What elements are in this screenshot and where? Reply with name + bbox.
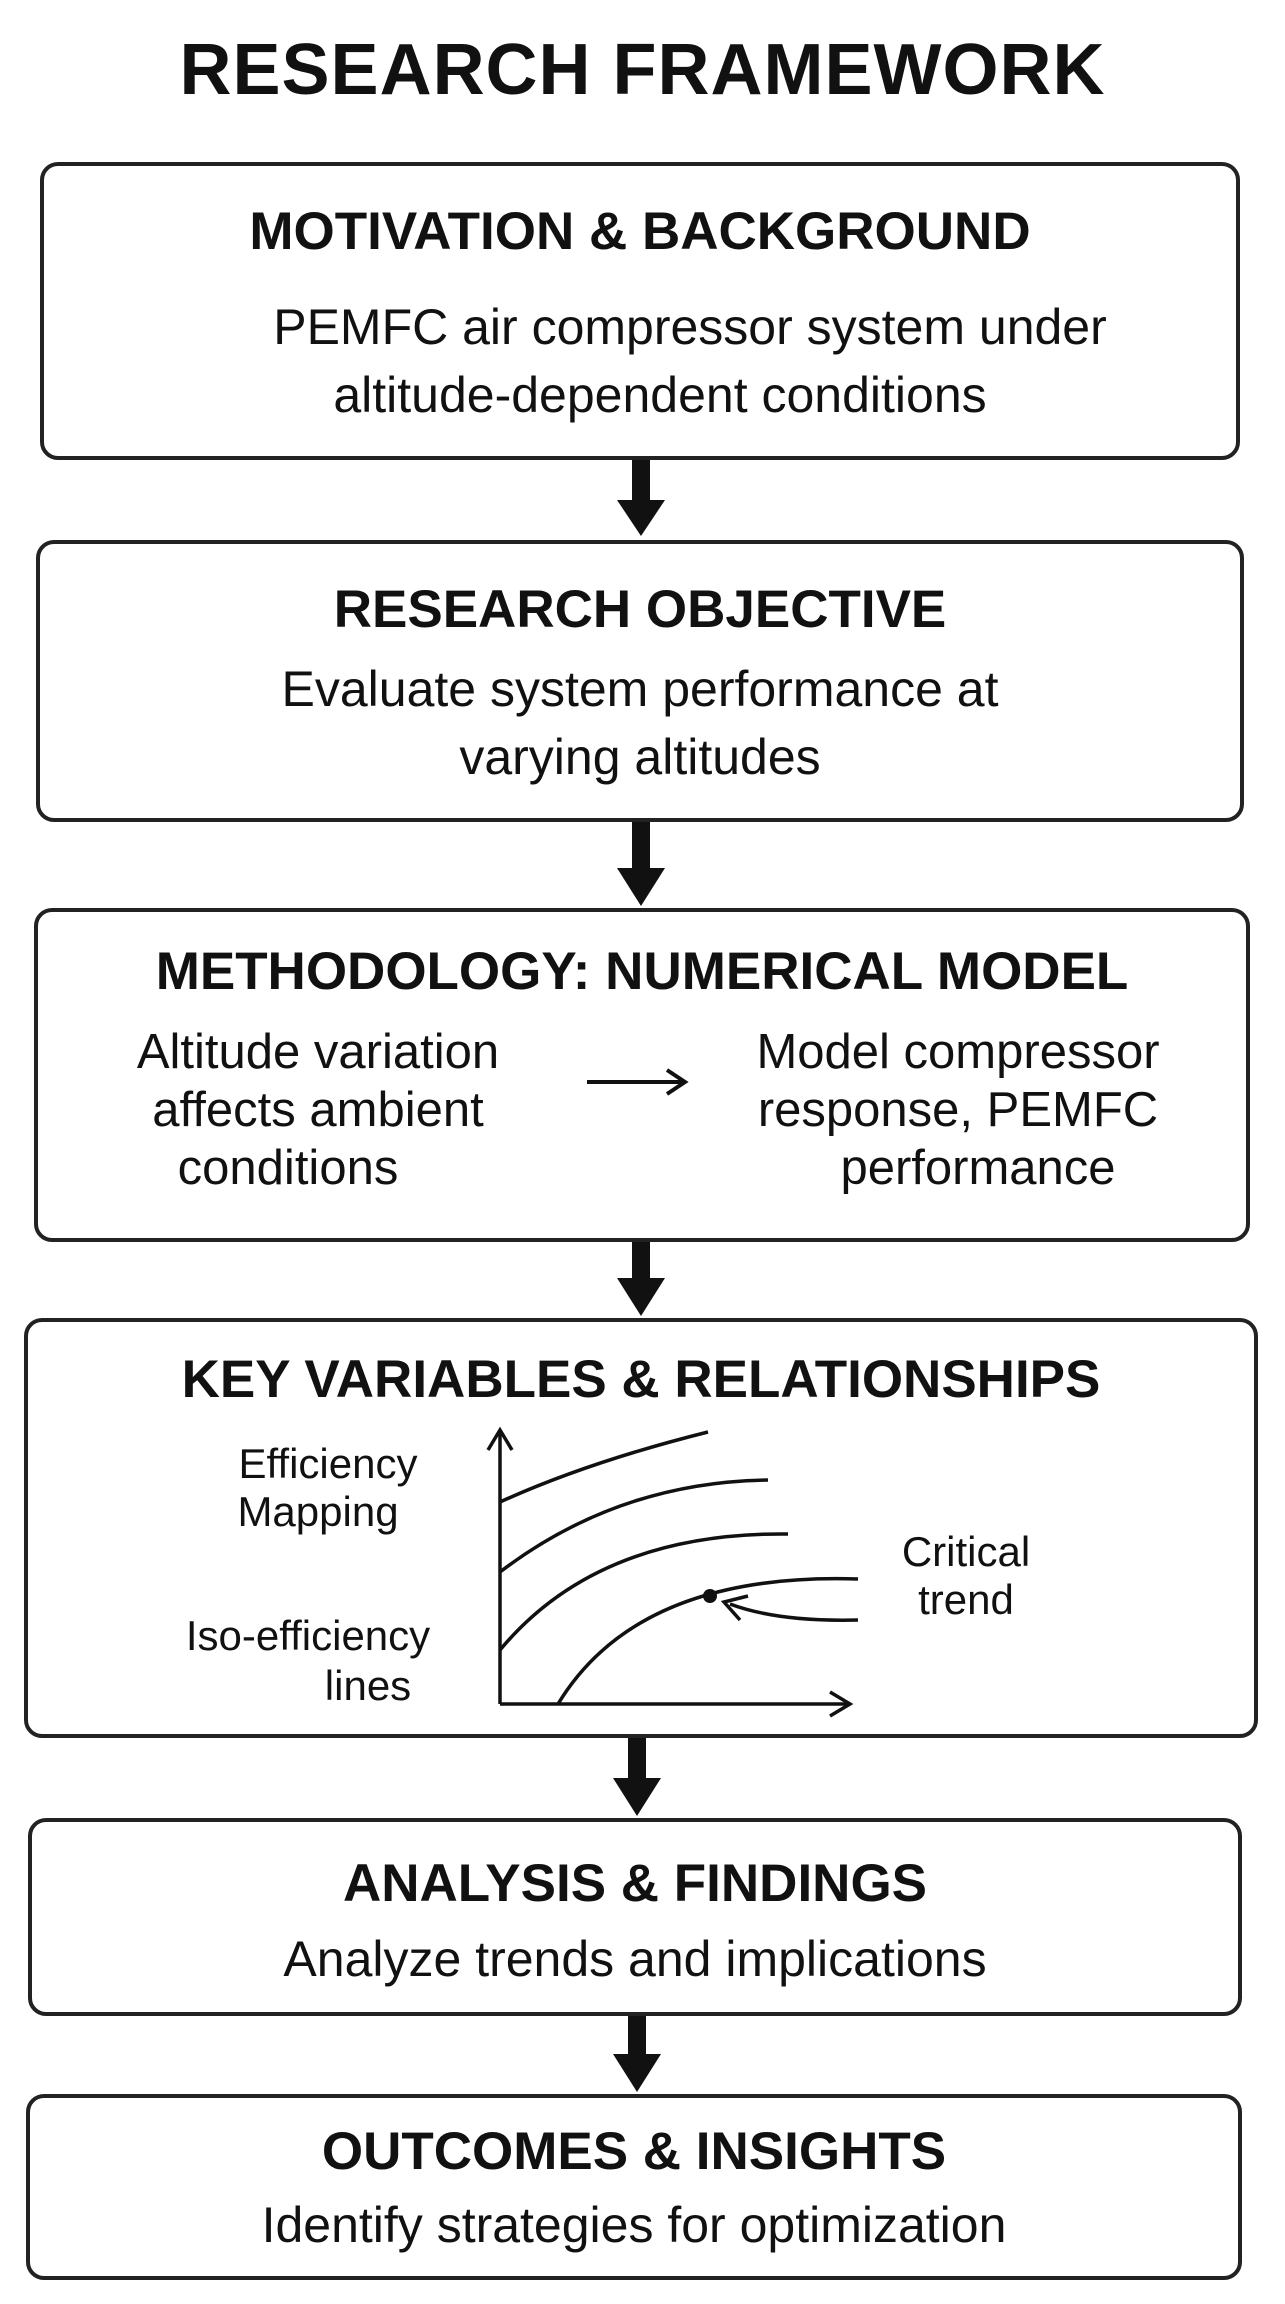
efficiency-mapping-label-line-2: Mapping bbox=[237, 1488, 399, 1535]
methodology-effect-line-1: Model compressor bbox=[756, 1025, 1160, 1079]
outcomes-box: OUTCOMES & INSIGHTS Identify strategies … bbox=[26, 2094, 1242, 2280]
methodology-box: METHODOLOGY: NUMERICAL MODEL Altitude va… bbox=[34, 908, 1250, 1242]
efficiency-mapping-label-line-1: Efficiency bbox=[238, 1440, 418, 1487]
objective-text-line-2: varying altitudes bbox=[459, 729, 821, 785]
flow-arrow-5 bbox=[613, 2016, 661, 2092]
critical-trend-pointer bbox=[729, 1602, 859, 1622]
objective-title: RESEARCH OBJECTIVE bbox=[333, 580, 947, 639]
iso-efficiency-curve-1 bbox=[499, 1430, 709, 1504]
critical-trend-pointer-head bbox=[720, 1594, 749, 1622]
motivation-text-line-1: PEMFC air compressor system under bbox=[273, 299, 1107, 355]
page-title: RESEARCH FRAMEWORK bbox=[179, 30, 1106, 110]
iso-efficiency-curve-4 bbox=[556, 1576, 859, 1705]
motivation-text-line-2: altitude-dependent conditions bbox=[333, 367, 987, 423]
iso-efficiency-label-line-2: lines bbox=[324, 1662, 412, 1709]
methodology-cause-line-1: Altitude variation bbox=[136, 1025, 500, 1079]
analysis-text: Analyze trends and implications bbox=[283, 1931, 987, 1987]
efficiency-map-sketch bbox=[486, 1426, 859, 1718]
flow-arrow-1 bbox=[617, 460, 665, 536]
critical-trend-label-line-1: Critical bbox=[901, 1528, 1031, 1575]
methodology-cause-line-3: conditions bbox=[177, 1141, 399, 1195]
flow-arrow-4 bbox=[613, 1738, 661, 1816]
iso-efficiency-label-line-1: Iso-efficiency bbox=[185, 1612, 431, 1659]
methodology-cause-line-2: affects ambient bbox=[152, 1083, 484, 1137]
methodology-effect-line-3: performance bbox=[840, 1141, 1116, 1195]
critical-point-marker bbox=[703, 1589, 717, 1603]
key-variables-title: KEY VARIABLES & RELATIONSHIPS bbox=[181, 1350, 1101, 1409]
motivation-box: MOTIVATION & BACKGROUND PEMFC air compre… bbox=[40, 162, 1240, 460]
methodology-title: METHODOLOGY: NUMERICAL MODEL bbox=[155, 942, 1129, 1001]
iso-efficiency-curve-3 bbox=[498, 1532, 789, 1652]
outcomes-text: Identify strategies for optimization bbox=[261, 2197, 1007, 2253]
iso-efficiency-curve-2 bbox=[498, 1478, 769, 1574]
critical-trend-label-line-2: trend bbox=[918, 1576, 1014, 1623]
analysis-box: ANALYSIS & FINDINGS Analyze trends and i… bbox=[28, 1818, 1242, 2016]
methodology-effect-line-2: response, PEMFC bbox=[757, 1083, 1159, 1137]
chart-x-axis-arrowhead bbox=[829, 1690, 854, 1718]
chart-y-axis-arrowhead bbox=[486, 1426, 514, 1451]
objective-text-line-1: Evaluate system performance at bbox=[281, 661, 999, 717]
outcomes-title: OUTCOMES & INSIGHTS bbox=[321, 2122, 947, 2181]
objective-box: RESEARCH OBJECTIVE Evaluate system perfo… bbox=[36, 540, 1244, 822]
flow-arrow-3 bbox=[617, 1242, 665, 1316]
motivation-title: MOTIVATION & BACKGROUND bbox=[249, 202, 1031, 261]
methodology-arrow-icon bbox=[587, 1068, 689, 1096]
key-variables-box: KEY VARIABLES & RELATIONSHIPS Efficiency… bbox=[24, 1318, 1258, 1738]
analysis-title: ANALYSIS & FINDINGS bbox=[342, 1854, 928, 1913]
flow-arrow-2 bbox=[617, 822, 665, 906]
